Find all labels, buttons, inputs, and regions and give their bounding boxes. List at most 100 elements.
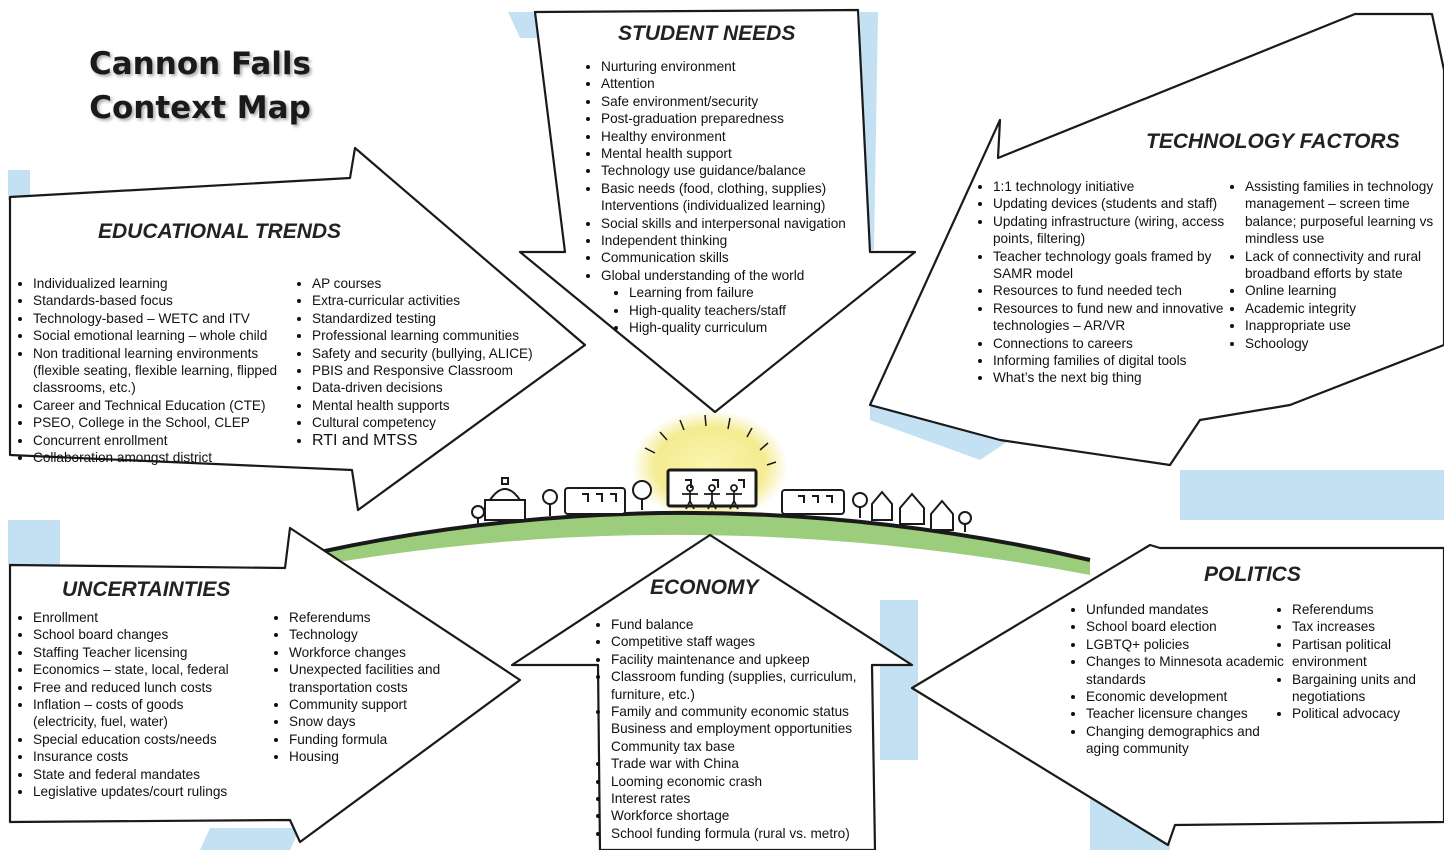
arrow-politics	[910, 543, 1444, 847]
sub-list-item: High-quality curriculum	[629, 319, 886, 336]
list-item: Inflation – costs of goods (electricity,…	[33, 696, 218, 731]
technology-factors-col2: Assisting families in technology managem…	[1226, 178, 1444, 352]
arrows	[8, 8, 1444, 850]
list-item: Interest rates	[611, 790, 881, 807]
list-item: 1:1 technology initiative	[993, 178, 1231, 195]
list-item: Inappropriate use	[1245, 317, 1444, 334]
economy-list: Fund balance Competitive staff wages Fac…	[592, 616, 881, 842]
list-item: AP courses	[312, 275, 572, 292]
list-item: Unexpected facilities and transportation…	[289, 661, 474, 696]
list-item: Informing families of digital tools	[993, 352, 1231, 369]
list-item: Trade war with China	[611, 755, 881, 772]
list-item: Communication skills	[601, 249, 886, 266]
list-item: Attention	[601, 75, 886, 92]
list-item: Staffing Teacher licensing	[33, 644, 283, 661]
town-illustration	[471, 468, 972, 532]
list-item: Workforce changes	[289, 644, 474, 661]
educational-trends-col2: AP courses Extra-curricular activities S…	[293, 275, 572, 449]
list-item: Political advocacy	[1292, 705, 1444, 722]
list-item: Partisan political environment	[1292, 636, 1444, 671]
politics-col1: Unfunded mandates School board election …	[1067, 601, 1286, 758]
list-item: Special education costs/needs	[33, 731, 283, 748]
list-item: Teacher licensure changes	[1086, 705, 1286, 722]
list-item: Global understanding of the world	[601, 267, 886, 284]
economy-heading: ECONOMY	[650, 576, 759, 599]
list-item: State and federal mandates	[33, 766, 283, 783]
arrow-student-needs	[518, 8, 917, 414]
list-item: Non traditional learning environments (f…	[33, 345, 305, 397]
student-needs-heading: STUDENT NEEDS	[618, 22, 796, 45]
list-item: Post-graduation preparedness	[601, 110, 886, 127]
list-item: Changes to Minnesota academic standards	[1086, 653, 1286, 688]
list-item: Community support	[289, 696, 474, 713]
arrow-technology-factors	[868, 12, 1444, 467]
educational-trends-heading: EDUCATIONAL TRENDS	[98, 220, 342, 243]
list-item: Academic integrity	[1245, 300, 1444, 317]
list-item: PSEO, College in the School, CLEP	[33, 414, 305, 431]
list-item: Updating infrastructure (wiring, access …	[993, 213, 1231, 248]
politics-col2: Referendums Tax increases Partisan polit…	[1273, 601, 1444, 723]
list-item: Workforce shortage	[611, 807, 881, 824]
list-item: PBIS and Responsive Classroom	[312, 362, 572, 379]
list-item: Assisting families in technology managem…	[1245, 178, 1444, 248]
politics-heading: POLITICS	[1204, 563, 1301, 586]
list-item: Tax increases	[1292, 618, 1444, 635]
list-item: Snow days	[289, 713, 474, 730]
list-item: Safe environment/security	[601, 93, 886, 110]
list-item: Standardized testing	[312, 310, 572, 327]
map-title-line1: Cannon Falls	[89, 46, 311, 82]
list-item: Technology-based – WETC and ITV	[33, 310, 305, 327]
educational-trends-col1: Individualized learning Standards-based …	[14, 275, 305, 466]
list-item: Insurance costs	[33, 748, 283, 765]
list-item: Lack of connectivity and rural broadband…	[1245, 248, 1444, 283]
list-item: Bargaining units and negotiations	[1292, 671, 1444, 706]
list-item: Social skills and interpersonal navigati…	[601, 215, 886, 232]
uncertainties-heading: UNCERTAINTIES	[62, 578, 231, 601]
list-item: Basic needs (food, clothing, supplies)	[601, 180, 886, 197]
list-item: School board changes	[33, 626, 283, 643]
list-item: Teacher technology goals framed by SAMR …	[993, 248, 1231, 283]
list-item: Connections to careers	[993, 335, 1231, 352]
list-item: Changing demographics and aging communit…	[1086, 723, 1286, 758]
map-title-line2: Context Map	[89, 90, 311, 126]
sun-rays	[644, 414, 777, 466]
arrow-educational-trends	[8, 146, 587, 512]
list-item: Social emotional learning – whole child	[33, 327, 305, 344]
list-item: Technology	[289, 626, 474, 643]
list-item: Collaboration amongst district	[33, 449, 305, 466]
list-item: Individualized learning	[33, 275, 305, 292]
list-item: Economic development	[1086, 688, 1286, 705]
list-item: Data-driven decisions	[312, 379, 572, 396]
list-item: Facility maintenance and upkeep	[611, 651, 881, 668]
uncertainties-col2: Referendums Technology Workforce changes…	[270, 609, 474, 766]
list-item: Extra-curricular activities	[312, 292, 572, 309]
list-item: Economics – state, local, federal	[33, 661, 283, 678]
ground-line	[319, 510, 1091, 562]
list-item: Enrollment	[33, 609, 283, 626]
list-item: Mental health support	[601, 145, 886, 162]
list-item: Referendums	[289, 609, 474, 626]
list-item: Competitive staff wages	[611, 633, 881, 650]
list-item: Online learning	[1245, 282, 1444, 299]
arrow-uncertainties	[8, 526, 522, 844]
list-item: LGBTQ+ policies	[1086, 636, 1286, 653]
list-item: Unfunded mandates	[1086, 601, 1286, 618]
list-item: Professional learning communities	[312, 327, 572, 344]
list-item: Funding formula	[289, 731, 474, 748]
list-item: Interventions (individualized learning)	[601, 198, 826, 214]
ground-hill	[320, 512, 1090, 575]
list-item: School board election	[1086, 618, 1286, 635]
list-item: Healthy environment	[601, 128, 886, 145]
map-title: Cannon Falls Context Map	[60, 42, 340, 130]
list-item: Schoology	[1245, 335, 1444, 352]
list-item: Career and Technical Education (CTE)	[33, 397, 305, 414]
list-item: Looming economic crash	[611, 773, 881, 790]
list-item: Fund balance	[611, 616, 881, 633]
list-item: Mental health supports	[312, 397, 572, 414]
list-item: What’s the next big thing	[993, 369, 1231, 386]
student-needs-list: Nurturing environment Attention Safe env…	[582, 58, 886, 337]
arrow-economy	[510, 533, 914, 850]
list-item: Free and reduced lunch costs	[33, 679, 283, 696]
list-item: Classroom funding (supplies, curriculum,…	[611, 668, 881, 703]
